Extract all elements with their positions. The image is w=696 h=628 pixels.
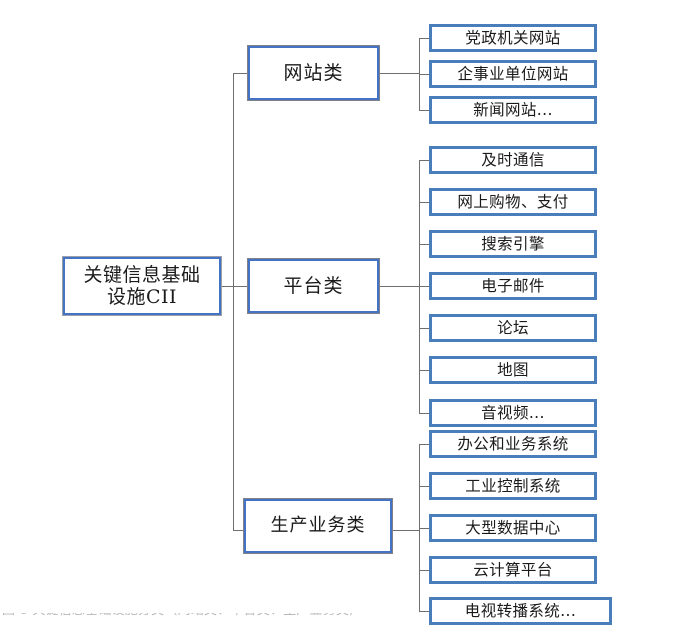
leaf-label: 地图 <box>497 360 529 379</box>
leaf-node-instant-messaging[interactable]: 及时通信 <box>429 146 597 174</box>
leaf-label: 搜索引擎 <box>481 234 545 253</box>
leaf-label: 电子邮件 <box>481 276 545 295</box>
leaf-label: 党政机关网站 <box>465 28 561 47</box>
leaf-label: 云计算平台 <box>473 560 553 579</box>
leaf-label: 大型数据中心 <box>465 518 561 537</box>
connector-branch3-spine <box>419 444 420 611</box>
branch-node-platforms-label: 平台类 <box>283 274 344 297</box>
leaf-node-cloud-computing-platform[interactable]: 云计算平台 <box>429 556 597 584</box>
connector-branch3-leaf1 <box>419 444 431 445</box>
connector-branch2-leaf5 <box>419 328 431 329</box>
connector-root-stub <box>222 286 234 287</box>
connector-branch1-leaf2 <box>419 74 431 75</box>
leaf-label: 及时通信 <box>481 150 545 169</box>
root-node-cii[interactable]: 关键信息基础 设施CII <box>62 256 222 316</box>
connector-trunk-to-branch-1 <box>233 73 247 74</box>
branch-node-websites[interactable]: 网站类 <box>247 45 380 101</box>
connector-branch3-leaf3 <box>419 528 431 529</box>
leaf-node-audio-video[interactable]: 音视频... <box>429 399 597 427</box>
connector-branch2-leaf7 <box>419 413 431 414</box>
connector-main-trunk <box>233 73 234 531</box>
connector-branch2-leaf4 <box>419 286 431 287</box>
root-node-label-line2: 设施CII <box>106 286 178 308</box>
leaf-label: 办公和业务系统 <box>457 434 569 453</box>
leaf-node-search-engine[interactable]: 搜索引擎 <box>429 230 597 258</box>
leaf-label: 电视转播系统... <box>464 601 577 620</box>
leaf-node-large-data-center[interactable]: 大型数据中心 <box>429 514 597 542</box>
leaf-node-office-business-system[interactable]: 办公和业务系统 <box>429 430 597 458</box>
leaf-node-forum[interactable]: 论坛 <box>429 314 597 342</box>
connector-branch2-leaf1 <box>419 160 431 161</box>
root-node-label-line1: 关键信息基础 <box>83 263 201 286</box>
connector-branch3-leaf2 <box>419 486 431 487</box>
figure-caption-strip: 图 1 关键信息基础设施分类（网站类、平台类、生产业务类） <box>0 613 696 628</box>
leaf-label: 工业控制系统 <box>465 476 561 495</box>
leaf-label: 企事业单位网站 <box>457 64 569 83</box>
leaf-node-email[interactable]: 电子邮件 <box>429 272 597 300</box>
leaf-node-news-websites[interactable]: 新闻网站... <box>429 96 597 124</box>
connector-branch2-leaf6 <box>419 370 431 371</box>
leaf-node-online-shopping-payment[interactable]: 网上购物、支付 <box>429 188 597 216</box>
leaf-node-map[interactable]: 地图 <box>429 356 597 384</box>
connector-branch3-out <box>393 530 419 531</box>
leaf-label: 网上购物、支付 <box>457 192 569 211</box>
connector-branch2-leaf2 <box>419 202 431 203</box>
connector-trunk-to-branch-3 <box>233 530 247 531</box>
leaf-node-enterprise-websites[interactable]: 企事业单位网站 <box>429 60 597 88</box>
leaf-label: 音视频... <box>481 403 545 422</box>
leaf-node-government-websites[interactable]: 党政机关网站 <box>429 24 597 52</box>
connector-branch1-leaf3 <box>419 110 431 111</box>
connector-branch1-leaf1 <box>419 38 431 39</box>
branch-node-production-business[interactable]: 生产业务类 <box>243 498 393 554</box>
leaf-label: 新闻网站... <box>473 100 553 119</box>
connector-branch1-out <box>380 73 419 74</box>
connector-branch3-leaf5 <box>419 611 431 612</box>
leaf-node-tv-broadcast-system[interactable]: 电视转播系统... <box>429 597 612 625</box>
leaf-label: 论坛 <box>497 318 529 337</box>
branch-node-platforms[interactable]: 平台类 <box>247 258 380 314</box>
connector-trunk-to-branch-2 <box>233 286 247 287</box>
leaf-node-industrial-control-system[interactable]: 工业控制系统 <box>429 472 597 500</box>
figure-caption: 图 1 关键信息基础设施分类（网站类、平台类、生产业务类） <box>2 613 362 618</box>
connector-branch2-out <box>380 286 419 287</box>
connector-branch3-leaf4 <box>419 570 431 571</box>
branch-node-production-business-label: 生产业务类 <box>270 515 366 537</box>
branch-node-websites-label: 网站类 <box>283 61 344 84</box>
connector-branch2-leaf3 <box>419 244 431 245</box>
